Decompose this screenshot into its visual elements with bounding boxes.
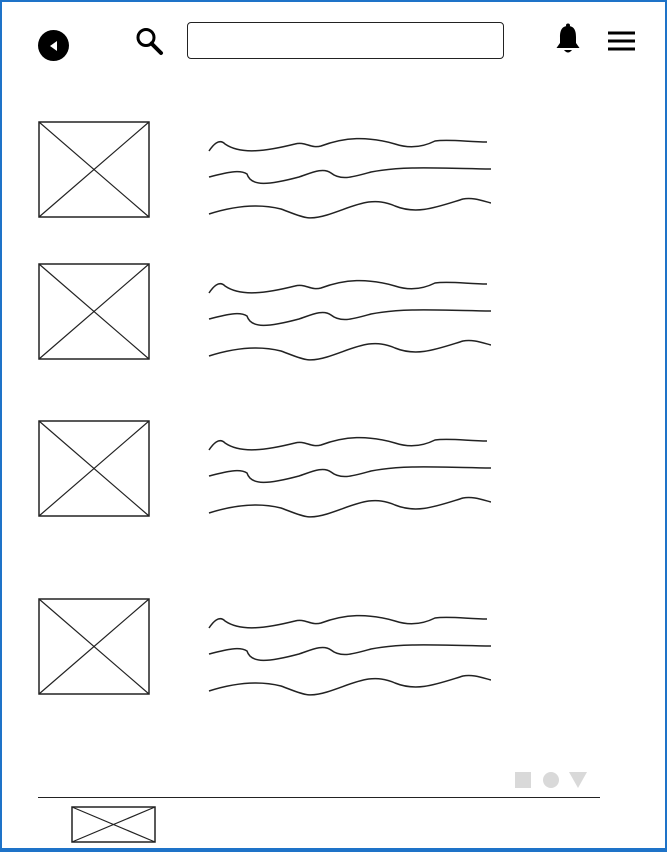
image-placeholder-icon — [38, 420, 150, 517]
image-placeholder-icon — [38, 263, 150, 360]
divider — [38, 797, 600, 798]
circle-icon[interactable] — [542, 771, 560, 789]
text-placeholder-lines — [208, 614, 491, 696]
back-button[interactable] — [38, 30, 69, 61]
back-arrow-icon — [49, 40, 57, 51]
list-item[interactable] — [38, 121, 498, 219]
text-placeholder-lines — [208, 436, 491, 518]
list-item[interactable] — [38, 263, 498, 361]
search-icon[interactable] — [134, 26, 164, 56]
list-item[interactable] — [38, 598, 498, 696]
system-nav-controls — [514, 771, 590, 791]
image-placeholder-icon — [71, 806, 156, 843]
hamburger-menu-icon[interactable] — [607, 30, 637, 52]
triangle-down-icon[interactable] — [568, 771, 588, 789]
text-placeholder-lines — [208, 137, 491, 219]
square-icon[interactable] — [514, 771, 532, 789]
bell-icon[interactable] — [553, 23, 583, 55]
text-placeholder-lines — [208, 279, 491, 361]
image-placeholder-icon — [38, 598, 150, 695]
list-item[interactable] — [38, 420, 498, 518]
search-input[interactable] — [187, 22, 504, 59]
image-placeholder-icon — [38, 121, 150, 218]
